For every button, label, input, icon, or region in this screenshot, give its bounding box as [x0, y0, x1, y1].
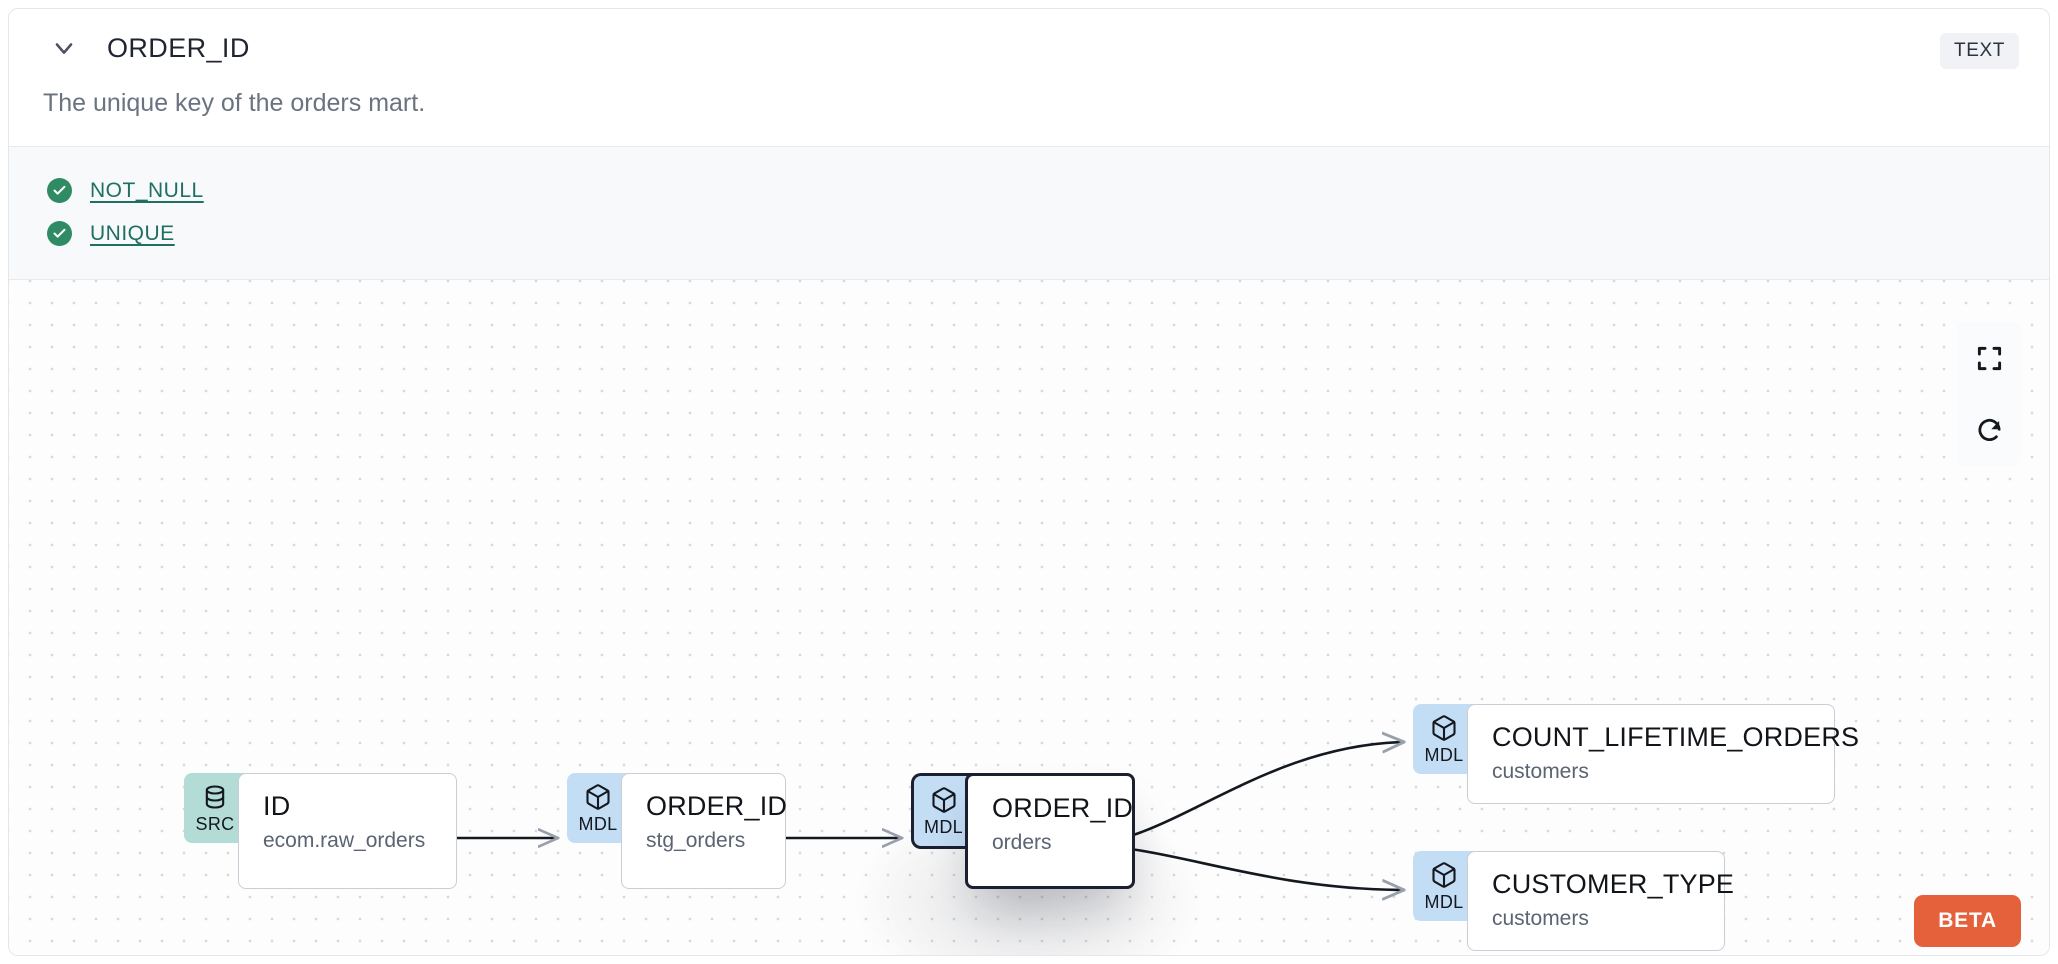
node-body: ORDER_ID stg_orders — [621, 773, 788, 889]
node-body: COUNT_LIFETIME_ORDERS customers — [1467, 704, 1860, 804]
cube-icon — [930, 786, 958, 814]
column-type-badge: TEXT — [1940, 33, 2019, 69]
model-badge: MDL — [567, 773, 629, 843]
fit-view-button[interactable] — [1957, 322, 2021, 394]
check-circle-icon — [47, 221, 72, 246]
node-name: CUSTOMER_TYPE — [1492, 869, 1735, 899]
badge-label: MDL — [578, 814, 618, 834]
chevron-down-icon[interactable] — [41, 25, 87, 71]
lineage-node-src-id[interactable]: SRC ID ecom.raw_orders — [184, 773, 457, 889]
source-badge: SRC — [184, 773, 246, 843]
model-badge: MDL — [911, 773, 973, 849]
badge-label: MDL — [1424, 892, 1464, 912]
column-description: The unique key of the orders mart. — [43, 89, 426, 117]
node-name: COUNT_LIFETIME_ORDERS — [1492, 722, 1860, 752]
canvas-controls — [1957, 322, 2021, 466]
tests-section: NOT_NULL UNIQUE — [9, 146, 2049, 280]
model-badge: MDL — [1413, 704, 1475, 774]
cube-icon — [1430, 861, 1458, 889]
lineage-node-count-lifetime-orders[interactable]: MDL COUNT_LIFETIME_ORDERS customers — [1413, 704, 1860, 804]
test-row: UNIQUE — [9, 212, 2049, 255]
lineage-canvas[interactable]: SRC ID ecom.raw_orders MDL ORDE — [9, 280, 2049, 955]
cube-icon — [584, 783, 612, 811]
reset-view-button[interactable] — [1957, 394, 2021, 466]
page-title: ORDER_ID — [107, 32, 250, 63]
node-subtitle: orders — [992, 831, 1052, 855]
node-body: CUSTOMER_TYPE customers — [1467, 851, 1735, 951]
node-name: ID — [263, 791, 291, 821]
check-circle-icon — [47, 178, 72, 203]
lineage-node-customer-type[interactable]: MDL CUSTOMER_TYPE customers — [1413, 851, 1735, 951]
refresh-icon — [1975, 416, 2004, 445]
badge-label: SRC — [195, 814, 235, 834]
node-subtitle: customers — [1492, 907, 1589, 931]
test-link-unique[interactable]: UNIQUE — [90, 221, 175, 245]
node-name: ORDER_ID — [646, 791, 788, 821]
node-body: ORDER_ID orders — [965, 773, 1135, 889]
node-subtitle: customers — [1492, 760, 1589, 784]
card-header: ORDER_ID TEXT — [9, 9, 2049, 87]
node-subtitle: ecom.raw_orders — [263, 829, 426, 853]
node-body: ID ecom.raw_orders — [238, 773, 457, 889]
node-name: ORDER_ID — [992, 793, 1134, 823]
cube-icon — [1430, 714, 1458, 742]
badge-label: MDL — [924, 817, 963, 837]
beta-badge[interactable]: BETA — [1914, 895, 2021, 947]
lineage-node-orders-selected[interactable]: MDL ORDER_ID orders — [911, 773, 1135, 889]
fullscreen-icon — [1976, 345, 2003, 372]
badge-label: MDL — [1424, 745, 1464, 765]
lineage-node-stg-orders[interactable]: MDL ORDER_ID stg_orders — [567, 773, 788, 889]
database-icon — [201, 783, 229, 811]
node-subtitle: stg_orders — [646, 829, 746, 853]
test-link-not-null[interactable]: NOT_NULL — [90, 178, 204, 202]
test-row: NOT_NULL — [9, 169, 2049, 212]
column-detail-card: ORDER_ID TEXT The unique key of the orde… — [8, 8, 2050, 956]
model-badge: MDL — [1413, 851, 1475, 921]
